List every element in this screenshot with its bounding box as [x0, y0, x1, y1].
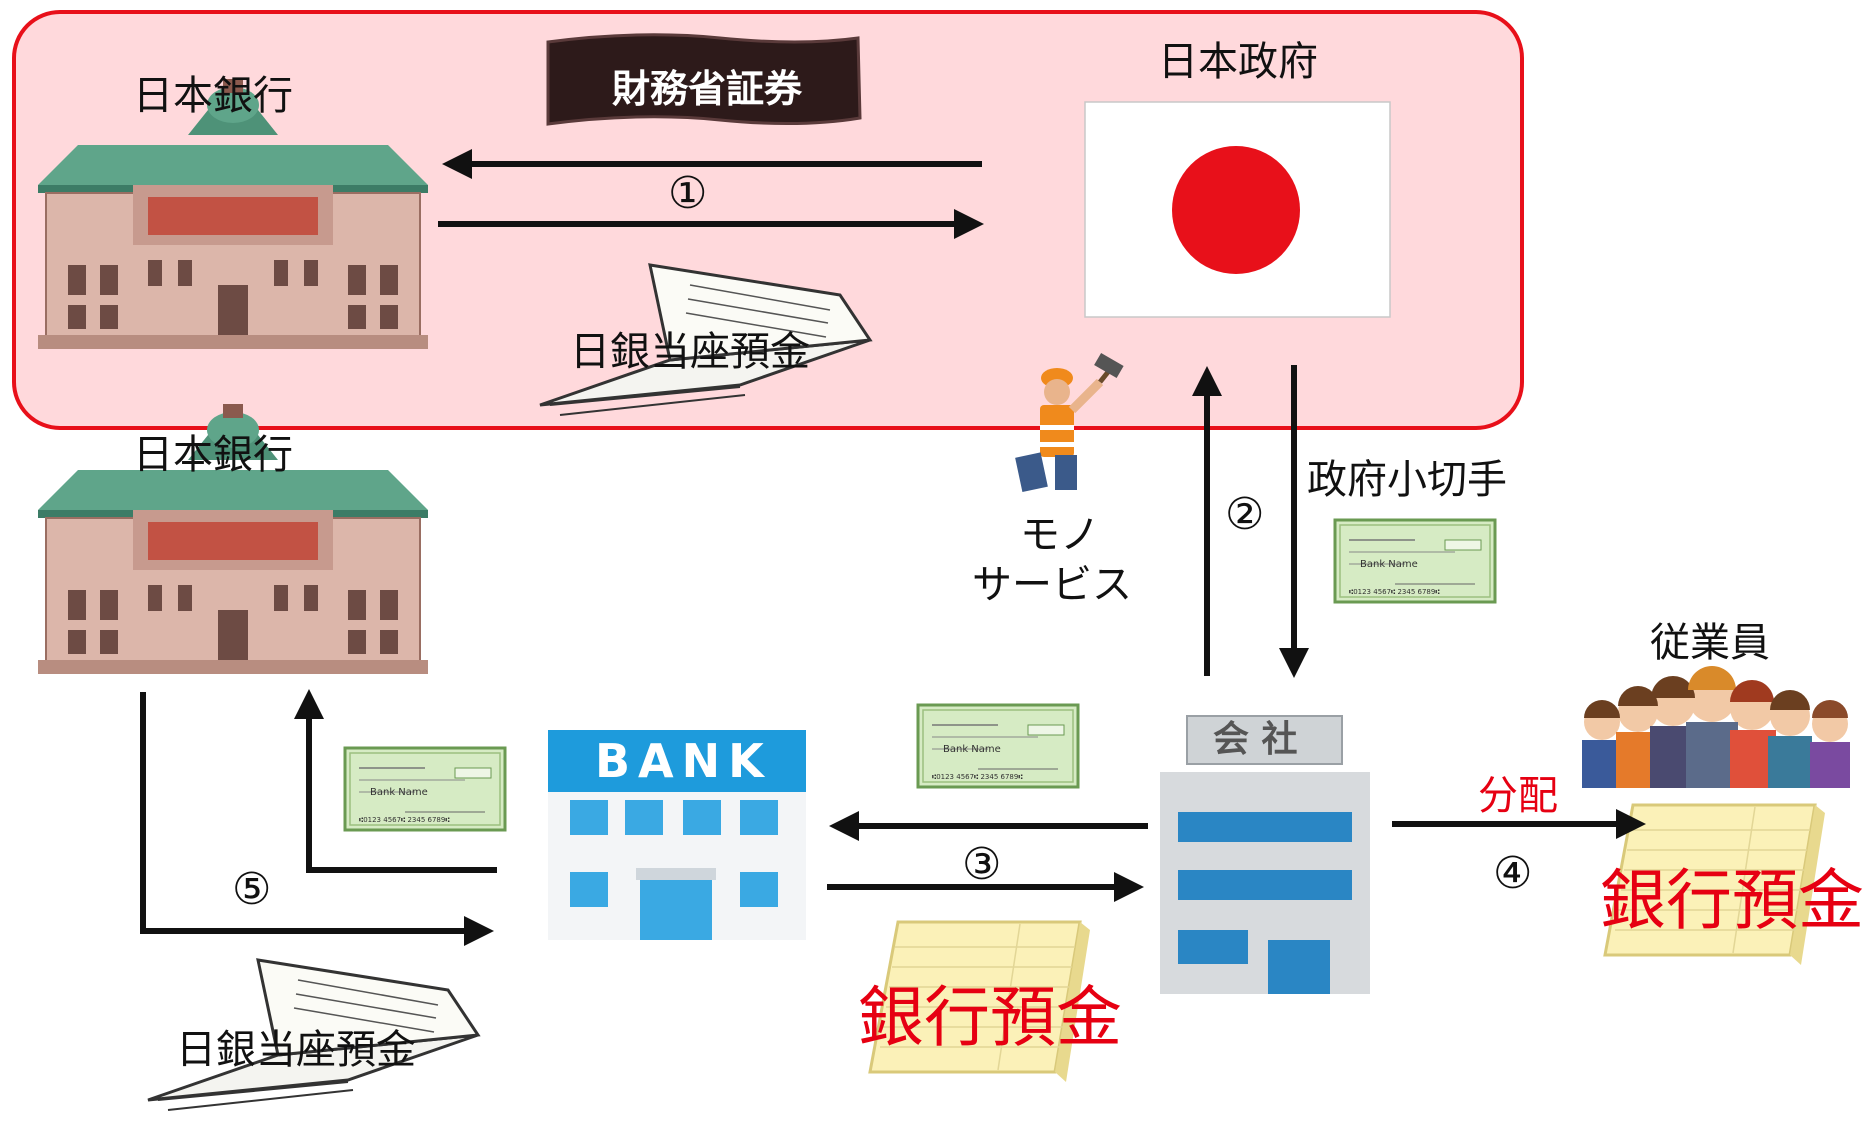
step-5: ⑤	[232, 864, 272, 915]
check-bank-name: Bank Name	[370, 787, 428, 798]
boj-label: 日本銀行	[133, 432, 293, 478]
bank-of-japan-building-icon	[37, 78, 429, 350]
boj-label: 日本銀行	[133, 73, 293, 119]
bank-deposit-label: 銀行預金	[1600, 862, 1864, 939]
treasury-bill-banner-icon	[546, 33, 862, 126]
bank-sign: BANK	[595, 734, 772, 788]
employees-group-icon	[1582, 666, 1850, 788]
worker-icon	[1015, 352, 1124, 493]
services-label: サービス	[972, 562, 1132, 608]
japan-flag-icon	[1084, 101, 1391, 318]
step-3: ③	[962, 839, 1002, 890]
company-building-icon	[1160, 715, 1370, 994]
boj-deposit-label: 日銀当座預金	[176, 1027, 416, 1073]
distribution-label: 分配	[1478, 773, 1558, 819]
step-4: ④	[1493, 848, 1533, 899]
bank-deposit-label: 銀行預金	[858, 979, 1122, 1056]
check-bank-name: Bank Name	[1360, 559, 1418, 570]
employees-label: 従業員	[1650, 620, 1770, 666]
boj-deposit-label: 日銀当座預金	[570, 329, 810, 375]
arrow-5-right	[140, 692, 494, 946]
treasury-bill-label: 財務省証券	[612, 67, 803, 111]
company-sign: 会 社	[1213, 719, 1298, 760]
flow-arrows	[140, 149, 1646, 946]
step-1: ①	[668, 168, 708, 219]
government-label: 日本政府	[1158, 39, 1318, 85]
goods-label: モノ	[1020, 512, 1100, 558]
government-check-label: 政府小切手	[1307, 457, 1507, 503]
step-2: ②	[1225, 489, 1265, 540]
bank-building-icon	[548, 730, 806, 940]
check-bank-name: Bank Name	[943, 744, 1001, 755]
arrow-5-up	[294, 689, 497, 873]
